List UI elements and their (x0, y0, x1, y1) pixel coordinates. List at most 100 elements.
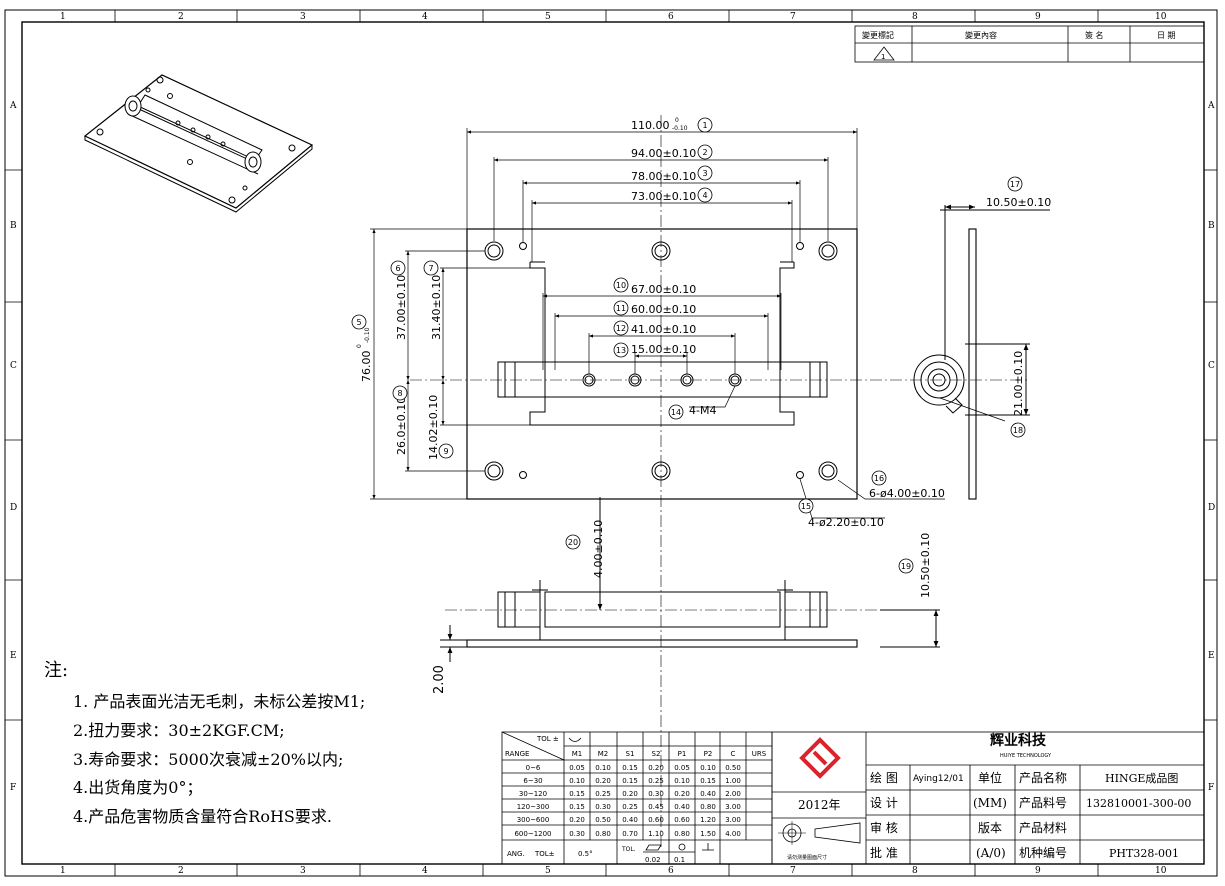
note-line: 1. 产品表面光洁无毛刺，未标公差按M1; (73, 692, 366, 711)
col-label: 5 (545, 866, 551, 876)
balloon-1: 1 (702, 121, 707, 130)
drawing-year: 2012年 (798, 798, 841, 812)
isometric-view (83, 74, 314, 213)
balloon-3: 3 (702, 169, 707, 178)
machine-no-value: PHT328-001 (1109, 847, 1179, 860)
dim-4-text: 4.00±0.10 (592, 520, 605, 578)
version-value: (A/0) (976, 846, 1006, 860)
col-label: 9 (1035, 866, 1041, 876)
tol-range-cell: 30~120 (519, 790, 547, 798)
label-unit: 单位 (978, 770, 1002, 785)
label-version: 版本 (978, 821, 1002, 835)
tol-range-cell: 0~6 (526, 764, 541, 772)
dim-21-text: 21.00±0.10 (1012, 351, 1025, 416)
tol-value-cell: 1.50 (700, 830, 716, 838)
balloon-11: 11 (616, 304, 626, 313)
tol-value-cell: 0.20 (569, 816, 585, 824)
vertical-dimensions (370, 228, 530, 500)
row-label: C (1208, 361, 1215, 371)
tol-value-cell: 0.10 (569, 777, 585, 785)
product-name-value: HINGE成品图 (1105, 772, 1178, 785)
balloon-17: 17 (1010, 180, 1020, 189)
border-row-labels: A B C D E F A B C D E F (9, 101, 1215, 793)
company-name-en: HUIYE TECHNOLOGY (1000, 753, 1052, 759)
col-label: 4 (422, 12, 428, 22)
row-label: A (9, 101, 17, 111)
tol-value-cell: 0.15 (569, 790, 585, 798)
row-label: E (10, 651, 17, 661)
row-label: F (10, 783, 16, 793)
tol-header-cell: C (731, 750, 736, 758)
note-line: 3.寿命要求：5000次衰减±20%以内; (73, 750, 344, 769)
front-view (466, 228, 858, 500)
balloon-10: 10 (616, 281, 626, 290)
revision-header-sign: 簽 名 (1085, 30, 1104, 40)
tol-corner-tol: TOL ± (536, 735, 559, 743)
tol-range-cell: 6~30 (523, 777, 542, 785)
tol-value-cell: 0.30 (648, 790, 664, 798)
dim-94-text: 94.00±0.10 (631, 147, 696, 160)
row-label: D (1208, 503, 1215, 513)
horizontal-dimensions (466, 128, 858, 374)
col-label: 10 (1155, 12, 1167, 22)
label-machine-no: 机种编号 (1019, 845, 1067, 860)
tol-value-cell: 1.20 (700, 816, 716, 824)
note-line: 2.扭力要求：30±2KGF.CM; (73, 721, 285, 740)
tol-value-cell: 0.25 (595, 790, 611, 798)
dim-37-text: 37.00±0.10 (395, 275, 408, 340)
col-label: 4 (422, 866, 428, 876)
dimension-texts: 110.00 0 -0.10 94.00±0.10 78.00±0.10 73.… (356, 117, 1051, 694)
tol-value-cell: 0.15 (622, 764, 638, 772)
dim-41-text: 41.00±0.10 (631, 323, 696, 336)
col-label: 10 (1155, 866, 1167, 876)
dim-60-text: 60.00±0.10 (631, 303, 696, 316)
tol-header-cell: P1 (678, 750, 687, 758)
company-logo-icon (799, 737, 841, 779)
tol-header-cell: S1 (626, 750, 635, 758)
tol-value-cell: 0.05 (569, 764, 585, 772)
product-no-value: 132810001-300-00 (1086, 797, 1191, 810)
balloon-14: 14 (671, 408, 681, 417)
tol-value-cell: 1.00 (725, 777, 741, 785)
tol-pos-value: 0.1 (674, 856, 685, 864)
centerlines (410, 115, 1030, 850)
border-column-labels: 1 2 3 4 5 6 7 8 9 10 1 2 3 4 5 6 7 8 9 1… (60, 12, 1167, 876)
balloon-19: 19 (901, 562, 911, 571)
col-label: 9 (1035, 12, 1041, 22)
balloon-13: 13 (616, 346, 626, 355)
tol-value-cell: 0.15 (569, 803, 585, 811)
balloon-7: 7 (428, 264, 433, 273)
tol-corner-range: RANGE (505, 750, 529, 758)
revision-mark-number: 1 (881, 53, 885, 61)
balloon-8: 8 (397, 389, 402, 398)
tol-value-cell: 0.60 (674, 816, 690, 824)
note-line: 4.出货角度为0°； (73, 778, 203, 797)
col-label: 2 (178, 866, 184, 876)
dim-10-5-vertical-text: 10.50±0.10 (919, 533, 932, 598)
tol-value-cell: 4.00 (725, 830, 741, 838)
dim-31-4-text: 31.40±0.10 (430, 275, 443, 340)
tol-value-cell: 0.20 (622, 790, 638, 798)
col-label: 5 (545, 12, 551, 22)
tol-value-cell: 0.40 (700, 790, 716, 798)
tol-value-cell: 0.60 (648, 816, 664, 824)
balloon-5: 5 (356, 318, 361, 327)
dim-110-tol-lower: -0.10 (672, 125, 688, 132)
balloon-labels: 1 2 3 4 5 6 7 8 9 10 11 12 13 14 15 16 1… (356, 121, 1023, 571)
row-label: B (1208, 221, 1215, 231)
dim-110-tol-upper: 0 (675, 117, 679, 124)
tol-tol-label: TOL. (621, 846, 636, 853)
tol-ang-label: ANG. (507, 850, 525, 858)
tol-value-cell: 0.20 (674, 790, 690, 798)
notes-title: 注: (44, 660, 69, 681)
dim-73-text: 73.00±0.10 (631, 190, 696, 203)
balloon-15: 15 (801, 502, 811, 511)
label-product-no: 产品料号 (1019, 796, 1067, 810)
tol-value-cell: 0.30 (595, 803, 611, 811)
tol-range-cell: 120~300 (517, 803, 550, 811)
revision-header-mark: 變更標記 (862, 30, 894, 40)
tol-value-cell: 0.10 (674, 777, 690, 785)
dim-76-tol-upper: 0 (356, 344, 363, 348)
